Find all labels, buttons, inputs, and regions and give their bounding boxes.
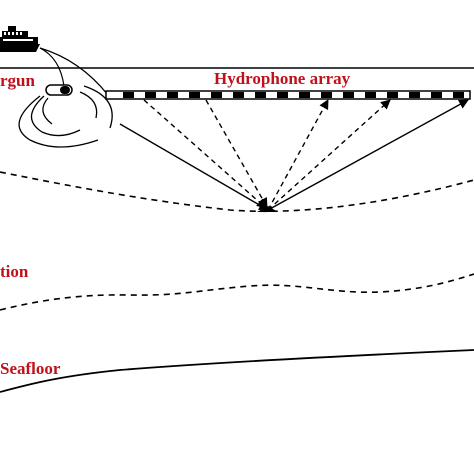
formation-label: tion xyxy=(0,262,29,281)
ship-icon xyxy=(0,26,40,52)
hydrophone-segment xyxy=(123,92,134,98)
hydrophone-segment xyxy=(365,92,376,98)
reflected-ray-dashed xyxy=(143,99,267,209)
hydrophone-segment xyxy=(189,92,200,98)
reflector-horizon-1 xyxy=(0,171,474,213)
seafloor-label: Seafloor xyxy=(0,359,61,378)
hydrophone-segment xyxy=(277,92,288,98)
reflected-ray-dashed xyxy=(267,99,329,211)
hydrophone-segment xyxy=(387,92,398,98)
hydrophone-segment xyxy=(453,92,464,98)
hydrophone-segment xyxy=(321,92,332,98)
airgun-tow-cable xyxy=(39,47,65,87)
hydrophone-array-label: Hydrophone array xyxy=(214,69,351,88)
hydrophone-segment xyxy=(431,92,442,98)
hydrophone-segment xyxy=(233,92,244,98)
hydrophone-segment xyxy=(409,92,420,98)
reflected-ray-solid xyxy=(267,99,469,211)
hydrophone-segment xyxy=(299,92,310,98)
hydrophone-segment xyxy=(167,92,178,98)
hydrophone-segment xyxy=(255,92,266,98)
hydrophone-segment xyxy=(145,92,156,98)
reflector-horizon-2 xyxy=(0,273,474,311)
airgun-label: rgun xyxy=(0,71,36,90)
streamer-tow-cable xyxy=(39,47,109,96)
hydrophone-segment xyxy=(211,92,222,98)
reflected-ray-solid xyxy=(119,123,269,211)
reflected-ray-dashed xyxy=(267,99,391,211)
seafloor-line xyxy=(0,349,474,393)
ray-paths xyxy=(119,99,469,211)
hydrophone-segment xyxy=(343,92,354,98)
sound-wave-arcs xyxy=(18,85,113,148)
hydrophone-streamer xyxy=(105,90,471,100)
airgun-icon xyxy=(45,84,73,96)
reflected-ray-dashed xyxy=(205,99,268,208)
